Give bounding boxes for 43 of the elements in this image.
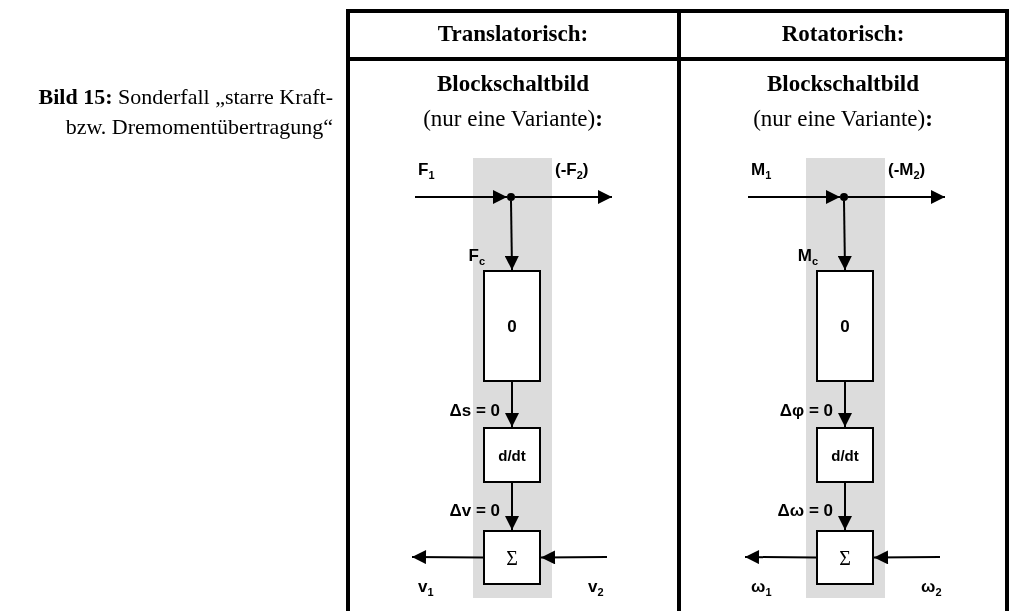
arrow: [505, 381, 519, 428]
signal-label: v$_{2}$: [588, 578, 604, 599]
signal-label: M$_{1}$: [751, 161, 772, 182]
signal-label: ω$_{2}$: [921, 578, 942, 599]
junction-dot: [840, 193, 848, 201]
arrow: [838, 482, 852, 531]
signal-label: M$_{c}$: [797, 247, 818, 268]
section-subtitle: (nur eine Variante):: [423, 105, 603, 133]
signal-label: F$_{1}$: [418, 161, 435, 182]
column-header: Rotatorisch:: [781, 20, 905, 48]
signal-label: ω$_{1}$: [751, 578, 772, 599]
differentiator-block: d/dt: [483, 427, 541, 483]
section-heading: Blockschaltbild: [766, 70, 920, 98]
arrow: [838, 381, 852, 428]
summation-block: Σ: [483, 530, 541, 585]
signal-label: (-M$_{2}$): [888, 161, 926, 182]
arrow: [873, 550, 941, 565]
signal-label: Δφ = 0: [779, 402, 833, 421]
arrow: [411, 550, 484, 565]
arrow: [747, 190, 841, 204]
signal-label: (-F$_{2}$): [555, 161, 589, 182]
signal-label: Δs = 0: [449, 402, 500, 421]
column-header: Translatorisch:: [437, 20, 589, 48]
signal-label: F$_{c}$: [468, 247, 485, 268]
zero-block: 0: [816, 270, 874, 382]
summation-block: Σ: [816, 530, 874, 585]
arrow: [744, 550, 817, 565]
zero-block: 0: [483, 270, 541, 382]
section-subtitle: (nur eine Variante):: [753, 105, 933, 133]
arrow: [514, 190, 613, 204]
differentiator-block: d/dt: [816, 427, 874, 483]
arrow: [414, 190, 508, 204]
signal-label: Δv = 0: [449, 502, 500, 521]
arrow: [540, 550, 608, 565]
section-heading: Blockschaltbild: [436, 70, 590, 98]
arrow: [847, 190, 946, 204]
arrow: [837, 200, 852, 271]
signal-label: v$_{1}$: [418, 578, 434, 599]
junction-dot: [507, 193, 515, 201]
figure-caption: Bild 15: Sonderfall „starre Kraft- bzw. Dremomentübertragung“: [37, 83, 333, 141]
signal-label: Δω = 0: [777, 502, 833, 521]
arrow: [504, 200, 519, 271]
arrow: [505, 482, 519, 531]
